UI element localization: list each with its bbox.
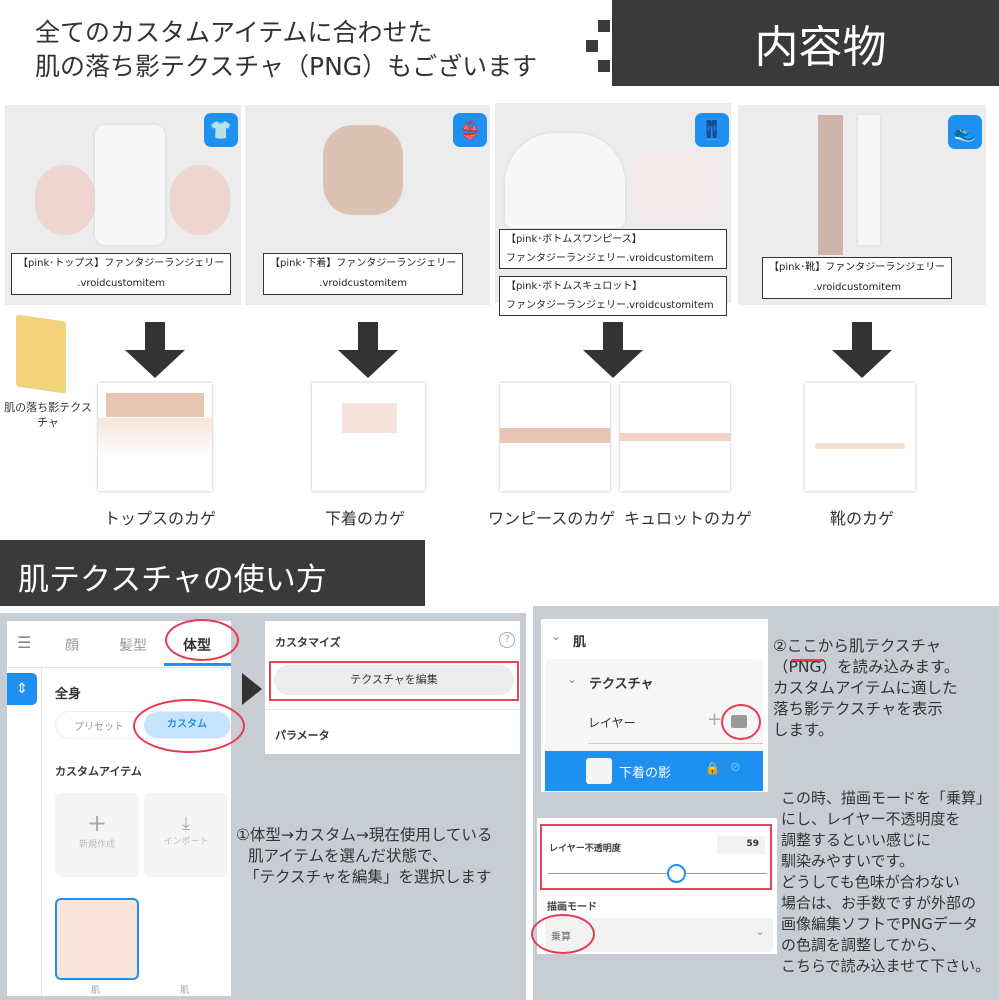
tab-indicator xyxy=(164,663,231,666)
header-text: 全てのカスタムアイテムに合わせた 肌の落ち影テクスチャ（PNG）もございます xyxy=(35,18,538,81)
section-label: 全身 xyxy=(55,687,82,702)
parameters-section[interactable]: パラメータ xyxy=(275,729,330,742)
edit-texture-button[interactable]: テクスチャを編集 xyxy=(274,665,514,695)
down-arrow-icon xyxy=(338,322,398,378)
texture-thumb-shoes xyxy=(805,383,915,491)
step2-panel: ⌄ 肌 ⌄ テクスチャ レイヤー + 下着の影 🔒 ⊘ レイヤー不透明度 59 … xyxy=(531,606,999,1000)
step2-note2: この時、描画モードを「乗算」にし、レイヤー不透明度を調整するといい感じに馴染みや… xyxy=(781,789,992,975)
pixel-decor xyxy=(598,20,610,32)
layer-row[interactable]: 下着の影 🔒 ⊘ xyxy=(545,751,763,791)
customize-label: カスタマイズ xyxy=(275,636,341,649)
caption: キュロットのカゲ xyxy=(624,509,753,528)
product-panel-shoes: 👟 【pink･靴】ファンタジーランジェリー.vroidcustomitem xyxy=(738,105,986,305)
opacity-slider[interactable] xyxy=(548,873,767,874)
section-title: 内容物 xyxy=(612,0,999,86)
highlight-circle xyxy=(721,704,761,740)
step2-note1: ②ここから肌テクスチャ（PNG）を読み込みます。カスタムアイテムに適した落ち影テ… xyxy=(773,637,960,739)
help-icon[interactable]: ? xyxy=(499,632,515,648)
highlight-circle xyxy=(165,619,239,661)
opacity-label: レイヤー不透明度 xyxy=(549,844,621,854)
item-label: 肌 xyxy=(180,986,190,996)
folder-label[interactable]: 肌の落ち影テクスチャ xyxy=(4,401,92,429)
layer-thumb xyxy=(586,758,612,784)
product-panel-tops: 👕 【pink･トップス】ファンタジーランジェリー.vroidcustomite… xyxy=(5,105,241,305)
custom-items-label: カスタムアイテム xyxy=(55,765,142,778)
down-arrow-icon xyxy=(125,322,185,378)
layer-panel: ⌄ 肌 ⌄ テクスチャ レイヤー + 下着の影 🔒 ⊘ xyxy=(541,619,768,792)
download-icon: ⤓ xyxy=(182,813,190,834)
texture-thumb-tops xyxy=(98,383,212,491)
howto-title: 肌テクスチャの使い方 xyxy=(0,540,425,606)
body-icon[interactable]: ⇕ xyxy=(7,673,37,705)
caption: ワンピースのカゲ xyxy=(488,509,616,528)
step1-note: ①体型→カスタム→現在使用している肌アイテムを選んだ状態で、「テクスチャを編集」… xyxy=(236,826,493,886)
skin-item-thumb[interactable] xyxy=(55,898,139,980)
underline-mark xyxy=(791,659,823,662)
layer-label: レイヤー xyxy=(588,716,636,730)
chevron-down-icon: ⌄ xyxy=(755,924,766,938)
down-arrow-icon xyxy=(583,322,643,378)
tab-hair[interactable]: 髪型 xyxy=(119,638,147,654)
new-item-button[interactable]: +新規作成 xyxy=(55,793,139,877)
texture-thumb-underwear xyxy=(312,383,425,491)
caption: 靴のカゲ xyxy=(830,509,895,528)
item-label: 肌 xyxy=(91,986,101,996)
highlight-circle xyxy=(133,699,245,753)
product-panel-underwear: 👙 【pink･下着】ファンタジーランジェリー.vroidcustomitem xyxy=(245,105,490,305)
step1-panel: ☰ 顔 髪型 体型 ⇕ 全身 プリセット カスタム カスタムアイテム +新規作成… xyxy=(0,613,526,1000)
shoe-icon: 👟 xyxy=(948,115,982,149)
lock-icon[interactable]: 🔒 xyxy=(705,761,720,775)
right-arrow-icon xyxy=(242,673,262,705)
texture-thumb-onepiece xyxy=(500,383,610,491)
tab-body[interactable]: 体型 xyxy=(183,638,211,654)
product-label: 【pink･靴】ファンタジーランジェリー.vroidcustomitem xyxy=(762,257,953,299)
texture-section: テクスチャ xyxy=(589,677,654,692)
opacity-value[interactable]: 59 xyxy=(717,836,765,854)
body-editor: ☰ 顔 髪型 体型 ⇕ 全身 プリセット カスタム カスタムアイテム +新規作成… xyxy=(7,619,245,996)
slider-knob[interactable] xyxy=(667,864,687,883)
chevron-down-icon[interactable]: ⌄ xyxy=(551,629,562,643)
menu-icon[interactable]: ☰ xyxy=(17,633,32,652)
draw-mode-label: 描画モード xyxy=(547,902,597,913)
preset-option[interactable]: プリセット xyxy=(74,722,124,733)
chevron-down-icon[interactable]: ⌄ xyxy=(567,672,578,686)
add-layer-icon[interactable]: + xyxy=(707,709,723,730)
down-arrow-icon xyxy=(832,322,892,378)
highlight-box xyxy=(269,661,519,701)
caption: トップスのカゲ xyxy=(104,509,217,528)
highlight-box xyxy=(540,824,772,890)
customize-panel: カスタマイズ ? テクスチャを編集 パラメータ xyxy=(265,621,520,754)
shirt-icon: 👕 xyxy=(204,113,238,147)
product-label: 【pink･下着】ファンタジーランジェリー.vroidcustomitem xyxy=(263,253,464,295)
underwear-icon: 👙 xyxy=(453,113,487,147)
product-label: 【pink･ボトムスワンピース】ファンタジーランジェリー.vroidcustom… xyxy=(499,229,727,269)
product-label: 【pink･トップス】ファンタジーランジェリー.vroidcustomitem xyxy=(11,253,232,295)
caption: 下着のカゲ xyxy=(325,509,406,528)
skin-section: 肌 xyxy=(573,635,587,650)
tab-face[interactable]: 顔 xyxy=(65,638,79,654)
texture-thumb-culotte xyxy=(620,383,730,491)
product-label: 【pink･ボトムスキュロット】ファンタジーランジェリー.vroidcustom… xyxy=(499,276,727,316)
import-button[interactable]: ⤓インポート xyxy=(144,793,228,877)
hidden-eye-icon[interactable]: ⊘ xyxy=(730,760,741,775)
pixel-decor xyxy=(598,60,610,72)
folder-icon[interactable] xyxy=(16,314,66,394)
bottoms-icon: 👖 xyxy=(695,113,729,147)
highlight-circle xyxy=(531,914,595,954)
pixel-decor xyxy=(586,40,598,52)
layer-name: 下着の影 xyxy=(619,766,672,781)
custom-option[interactable]: カスタム xyxy=(144,712,230,738)
layer-properties: レイヤー不透明度 59 描画モード 乗算 ⌄ xyxy=(531,818,777,954)
product-panel-bottoms: 👖 【pink･ボトムスワンピース】ファンタジーランジェリー.vroidcust… xyxy=(495,103,731,316)
plus-icon: + xyxy=(86,809,108,837)
